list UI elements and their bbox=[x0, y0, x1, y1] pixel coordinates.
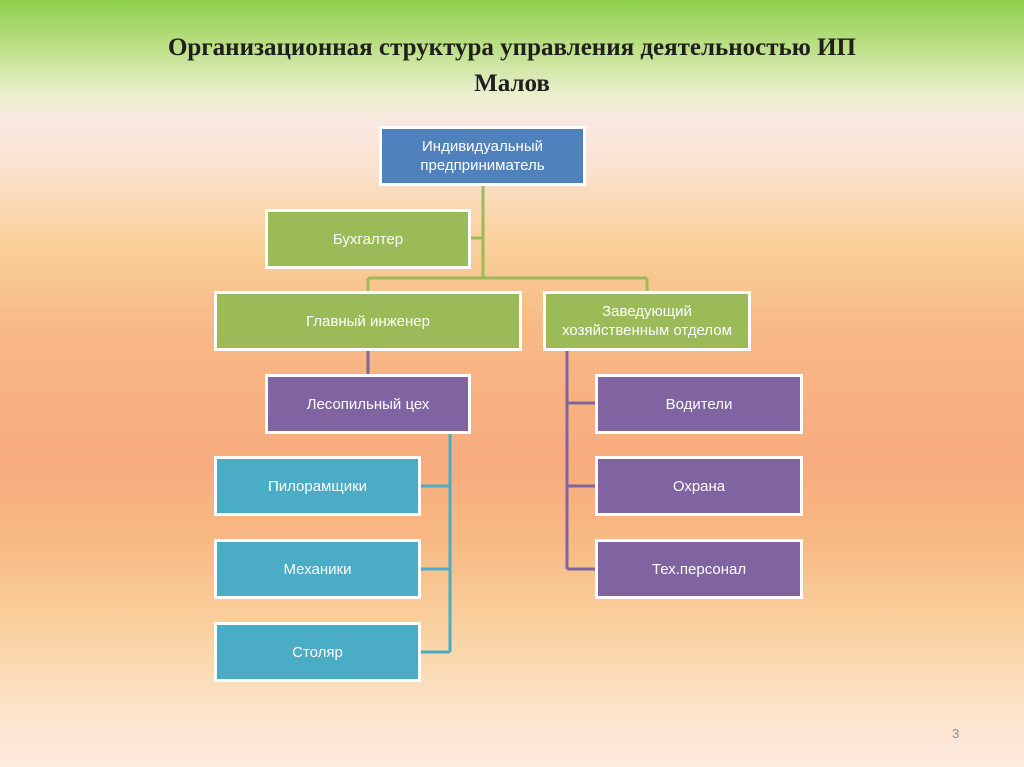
node-mechanics: Механики bbox=[214, 539, 421, 599]
node-sawyers: Пилорамщики bbox=[214, 456, 421, 516]
node-label: Охрана bbox=[672, 477, 726, 495]
node-label: Тех.персонал bbox=[651, 560, 747, 578]
node-chief-engineer: Главный инженер bbox=[214, 291, 522, 351]
node-label: Заведующий хозяйственным отделом bbox=[562, 303, 732, 339]
node-label: Лесопильный цех bbox=[306, 395, 430, 413]
node-label: Механики bbox=[283, 560, 352, 578]
node-individual-entrepreneur: Индивидуальный предприниматель bbox=[379, 126, 586, 186]
node-label: Столяр bbox=[292, 643, 343, 661]
node-security: Охрана bbox=[595, 456, 803, 516]
node-label: Главный инженер bbox=[306, 312, 430, 330]
page-number: 3 bbox=[952, 726, 960, 741]
node-label: Водители bbox=[665, 395, 733, 413]
node-label: Индивидуальный предприниматель bbox=[420, 138, 545, 174]
node-accountant: Бухгалтер bbox=[265, 209, 471, 269]
node-tech-staff: Тех.персонал bbox=[595, 539, 803, 599]
node-household-head: Заведующий хозяйственным отделом bbox=[543, 291, 751, 351]
page-title-continued: Малов bbox=[474, 70, 550, 97]
node-label: Бухгалтер bbox=[332, 230, 404, 248]
node-drivers: Водители bbox=[595, 374, 803, 434]
page-title: Организационная структура управления дея… bbox=[167, 34, 857, 61]
node-label: Пилорамщики bbox=[267, 477, 368, 495]
node-carpenter: Столяр bbox=[214, 622, 421, 682]
node-sawmill: Лесопильный цех bbox=[265, 374, 471, 434]
